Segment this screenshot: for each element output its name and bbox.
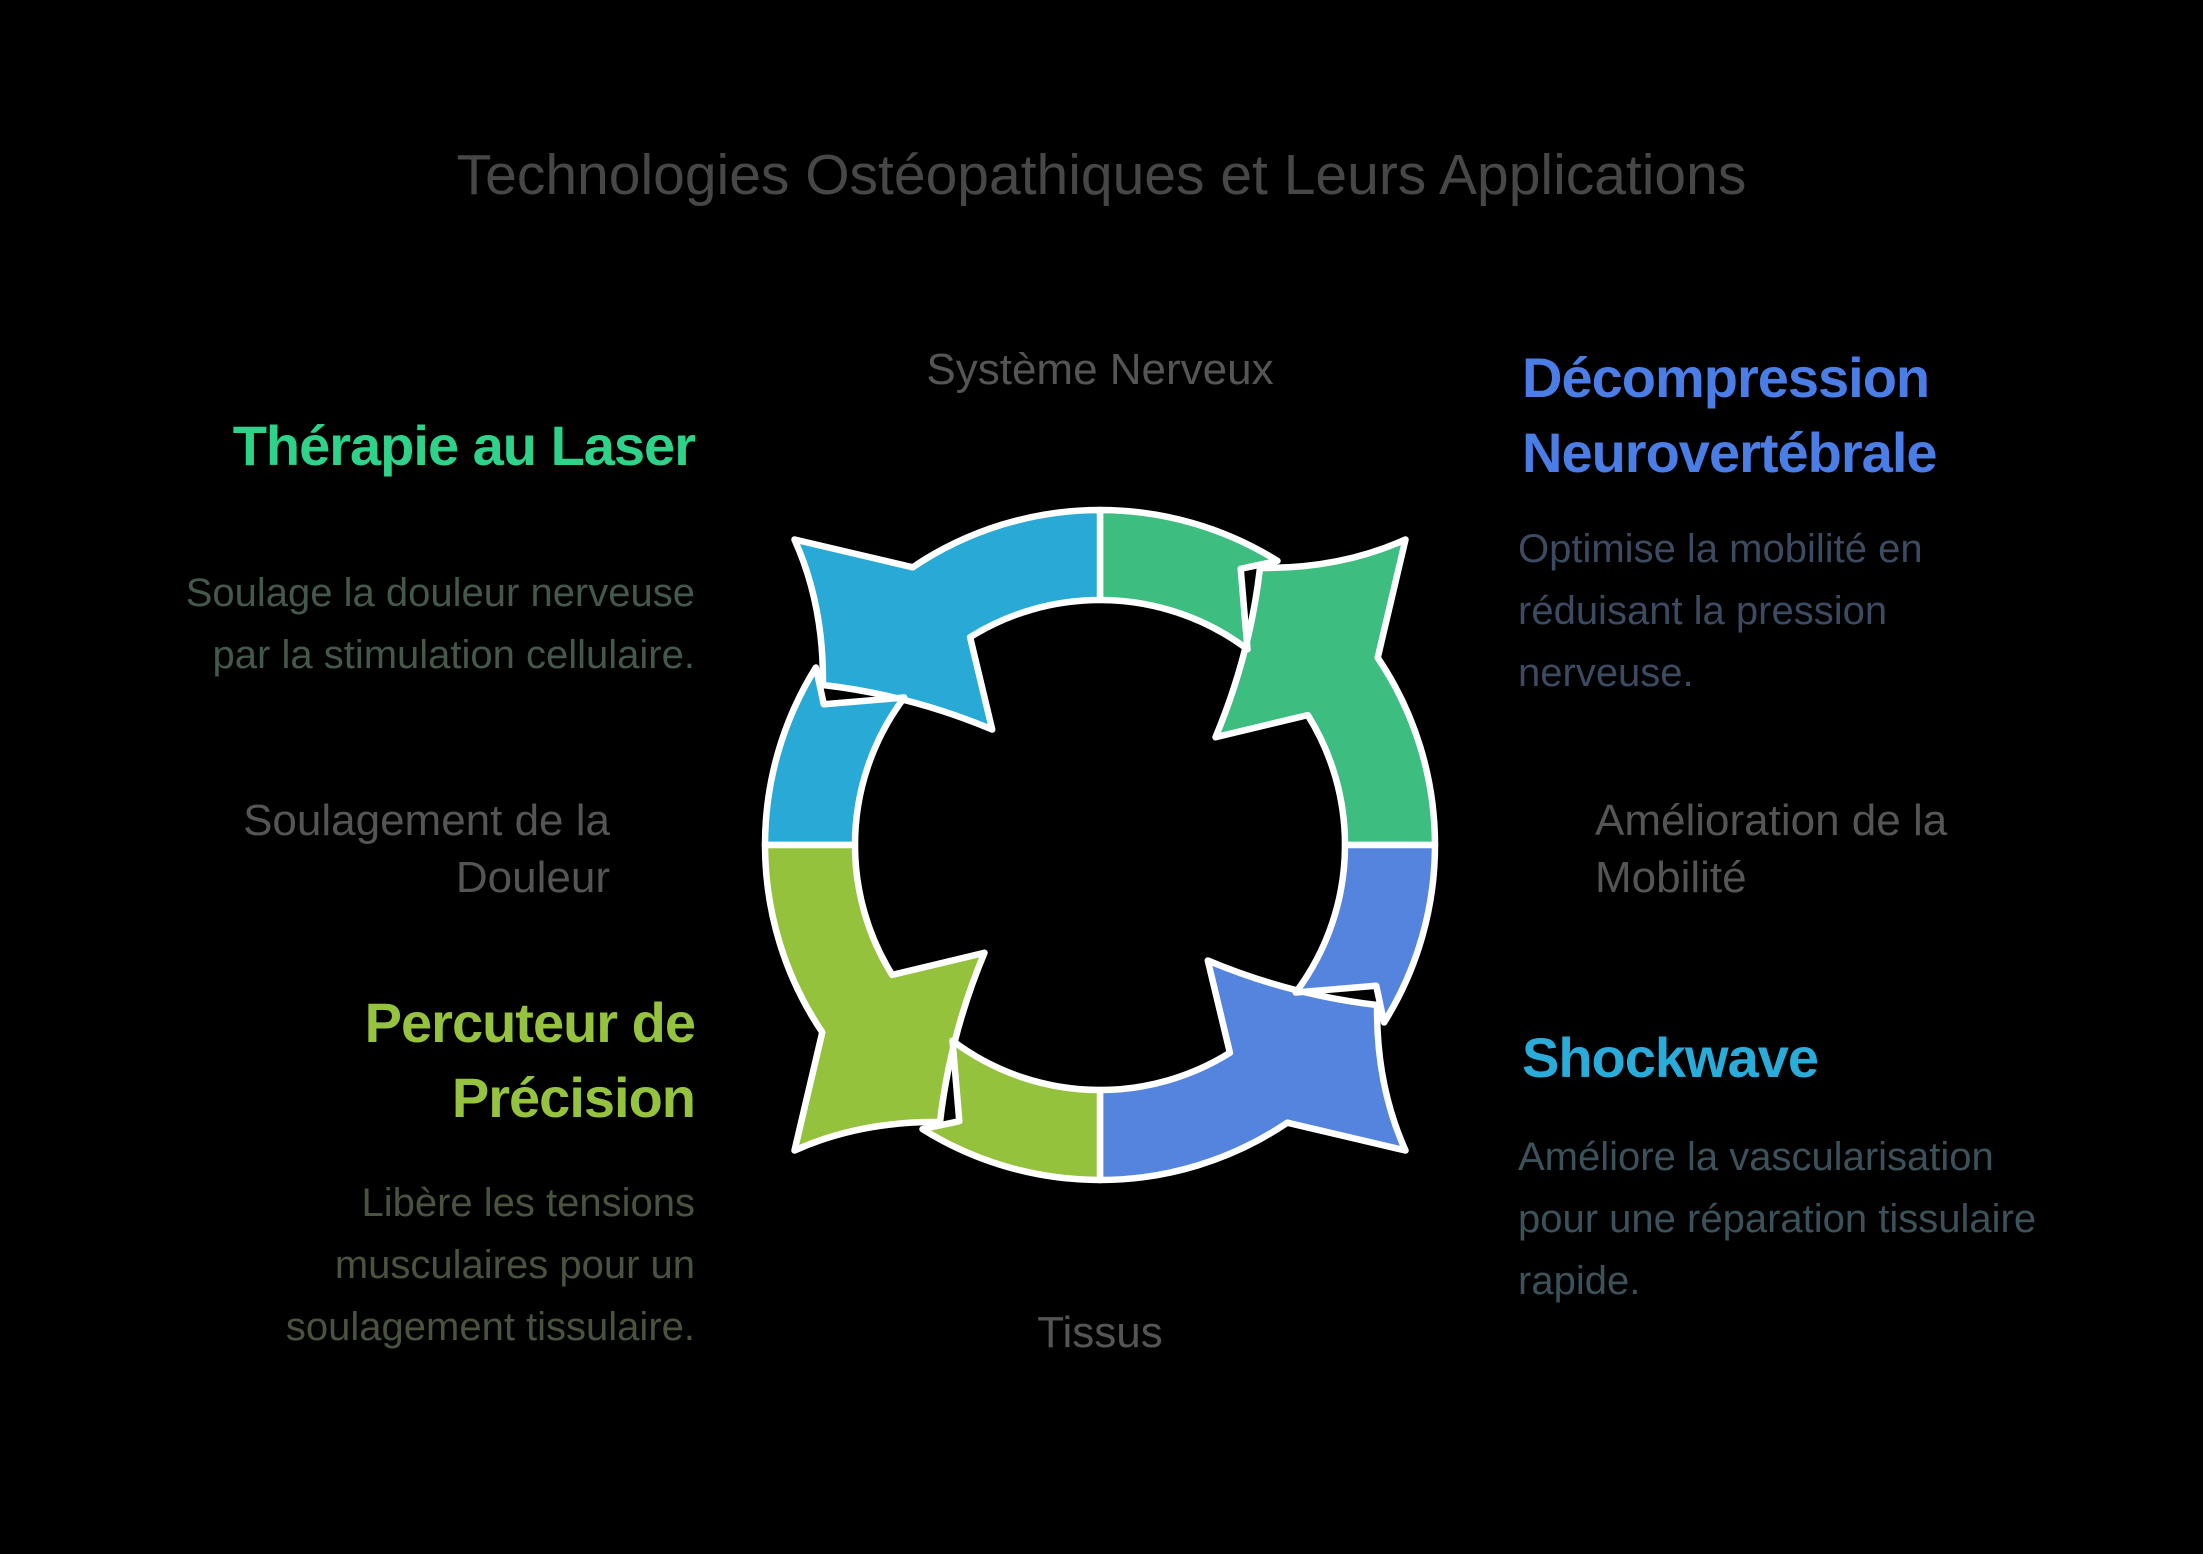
section-title-decompression: Décompression Neurovertébrale	[1522, 346, 1938, 484]
node-label-soulagement-douleur: Soulagement de la Douleur	[243, 796, 610, 902]
arrow-shape	[1212, 536, 1439, 849]
section-title-percuteur: Percuteur de Précision	[364, 991, 696, 1129]
cycle-segment-shockwave	[1096, 841, 1439, 1184]
arrow-shape	[1096, 957, 1409, 1184]
arc-band	[1292, 841, 1439, 1026]
cycle-diagram	[761, 506, 1439, 1184]
section-desc-decompression: Optimise la mobilité en réduisant la pre…	[1518, 527, 1923, 695]
section-desc-shockwave: Améliore la vascularisation pour une rép…	[1518, 1135, 2037, 1303]
node-label-systeme-nerveux: Système Nerveux	[926, 345, 1274, 394]
section-title-therapie-laser: Thérapie au Laser	[232, 414, 696, 477]
arc-band	[919, 1037, 1104, 1184]
page-title: Technologies Ostéopathiques et Leurs App…	[456, 143, 1747, 207]
section-desc-therapie-laser: Soulage la douleur nerveuse par la stimu…	[185, 571, 695, 677]
node-label-tissus: Tissus	[1037, 1308, 1163, 1357]
cycle-segment-decompression	[1096, 506, 1439, 849]
arrow-shape	[791, 506, 1104, 733]
section-desc-percuteur: Libère les tensions musculaires pour un …	[285, 1181, 695, 1349]
cycle-segment-percuteur	[761, 841, 1104, 1184]
arrow-shape	[761, 841, 988, 1154]
section-title-shockwave: Shockwave	[1522, 1026, 1819, 1089]
node-label-amelioration-mobilite: Amélioration de la Mobilité	[1595, 796, 1948, 902]
cycle-segment-laser	[761, 506, 1104, 849]
